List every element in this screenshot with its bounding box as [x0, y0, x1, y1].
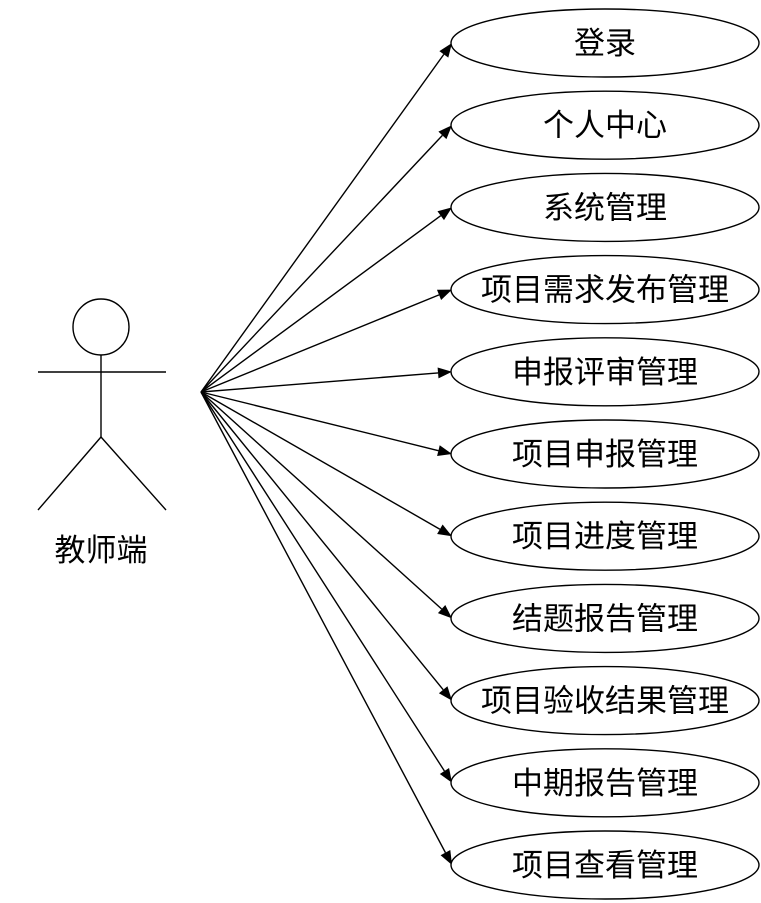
use-case: 申报评审管理: [450, 337, 760, 407]
actor-label: 教师端: [55, 533, 148, 569]
use-case-ellipse: [450, 337, 760, 407]
association-line: [200, 391, 447, 853]
association-line: [200, 372, 439, 393]
association-line: [200, 53, 445, 393]
arrow-head: [439, 768, 452, 783]
use-case-label: 项目查看管理: [512, 848, 698, 884]
use-case-ellipse: [450, 830, 760, 900]
arrow-head: [437, 524, 452, 537]
association-line: [200, 391, 446, 772]
use-case-ellipse: [450, 748, 760, 818]
use-case-label: 中期报告管理: [512, 766, 698, 802]
use-case: 结题报告管理: [450, 583, 760, 654]
arrow-head: [438, 686, 452, 701]
use-case: 项目需求发布管理: [450, 254, 760, 325]
actor-left-leg: [37, 436, 102, 511]
stick-figure-icon: [37, 298, 167, 511]
actor-right-leg: [100, 436, 167, 511]
use-case-ellipse: [450, 665, 760, 736]
arrow-head: [440, 850, 452, 865]
arrow-head: [439, 43, 452, 58]
use-case: 个人中心: [450, 90, 760, 160]
arrow-head: [437, 604, 452, 619]
association-line: [200, 391, 441, 530]
association-links: [200, 43, 452, 865]
use-case: 项目查看管理: [450, 830, 760, 900]
association-line: [200, 391, 443, 610]
use-case: 系统管理: [450, 172, 760, 243]
arrow-head: [436, 289, 452, 300]
association-line: [200, 294, 440, 393]
use-case-label: 项目进度管理: [512, 519, 698, 555]
arrow-head: [438, 125, 452, 140]
arrow-head: [437, 445, 452, 456]
use-case-label: 登录: [574, 26, 636, 62]
use-case-ellipse: [450, 583, 760, 654]
arrow-head: [437, 367, 452, 379]
use-case-label: 项目申报管理: [512, 437, 698, 473]
use-case-list: 登录个人中心系统管理项目需求发布管理申报评审管理项目申报管理项目进度管理结题报告…: [450, 8, 760, 900]
use-case-ellipse: [450, 419, 760, 489]
use-case-ellipse: [450, 8, 760, 78]
use-case-ellipse: [450, 254, 760, 325]
use-case: 项目验收结果管理: [450, 665, 760, 736]
actor-head: [72, 298, 130, 356]
use-case-label: 系统管理: [543, 190, 667, 226]
association-line: [200, 391, 444, 691]
association-line: [200, 215, 442, 393]
association-line: [200, 134, 443, 393]
use-case-ellipse: [450, 172, 760, 243]
use-case-ellipse: [450, 90, 760, 160]
use-case-label: 项目验收结果管理: [481, 684, 729, 720]
use-case-label: 申报评审管理: [512, 355, 698, 391]
actor-teacher: 教师端: [37, 298, 167, 569]
association-line: [200, 391, 439, 452]
use-case-label: 项目需求发布管理: [481, 273, 729, 309]
use-case-ellipse: [450, 501, 760, 571]
use-case-label: 个人中心: [543, 108, 667, 144]
arrow-head: [437, 207, 452, 221]
use-case: 项目申报管理: [450, 419, 760, 489]
use-case: 登录: [450, 8, 760, 78]
use-case: 项目进度管理: [450, 501, 760, 571]
use-case: 中期报告管理: [450, 748, 760, 818]
use-case-label: 结题报告管理: [512, 601, 698, 637]
